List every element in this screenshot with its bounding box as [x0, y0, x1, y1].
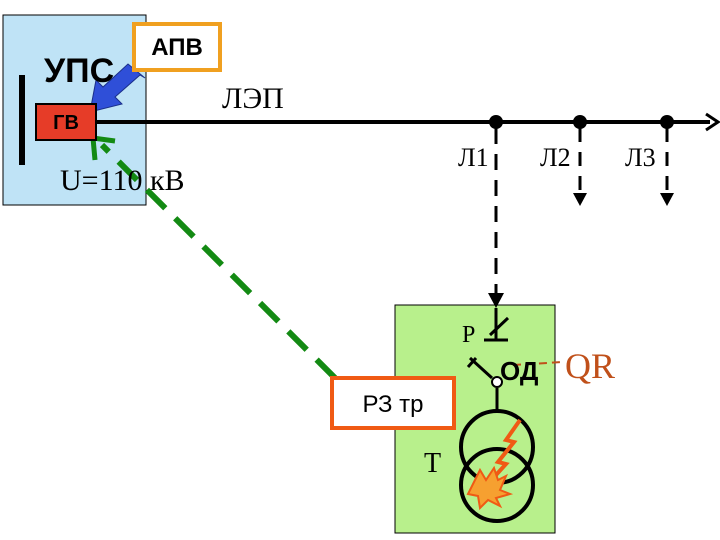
branch-l1-arrow-icon — [488, 293, 504, 308]
fault-zigzag-icon — [466, 418, 522, 511]
rz-label: РЗ тр — [363, 391, 424, 418]
node-l1 — [489, 115, 503, 129]
t-label: Т — [424, 448, 441, 479]
qr-connector — [512, 361, 564, 366]
short-circuiter-icon — [466, 356, 503, 412]
r-label: Р — [462, 322, 475, 348]
node-l3 — [660, 115, 674, 129]
disconnector-icon — [484, 308, 510, 342]
branch-l2-arrow-icon — [573, 193, 587, 206]
apv-box — [132, 22, 222, 72]
branch-l3-arrow-icon — [660, 193, 674, 206]
branch-l2-label: Л2 — [540, 143, 571, 172]
main-line-arrow-icon — [705, 112, 720, 132]
node-l2 — [573, 115, 587, 129]
branch-l3-label: Л3 — [625, 143, 656, 172]
line-label: ЛЭП — [222, 82, 284, 115]
green-dashed-arrow-icon — [99, 142, 338, 381]
voltage-label: U=110 кВ — [60, 164, 185, 197]
gv-box — [35, 103, 97, 141]
qr-label: QR — [565, 346, 615, 386]
od-label: ОД — [500, 356, 539, 386]
apv-label: АПВ — [151, 34, 203, 61]
rz-box — [330, 376, 456, 430]
ups-label: УПС — [44, 52, 114, 90]
gv-label: ГВ — [53, 112, 79, 134]
branch-l1-label: Л1 — [458, 143, 489, 172]
